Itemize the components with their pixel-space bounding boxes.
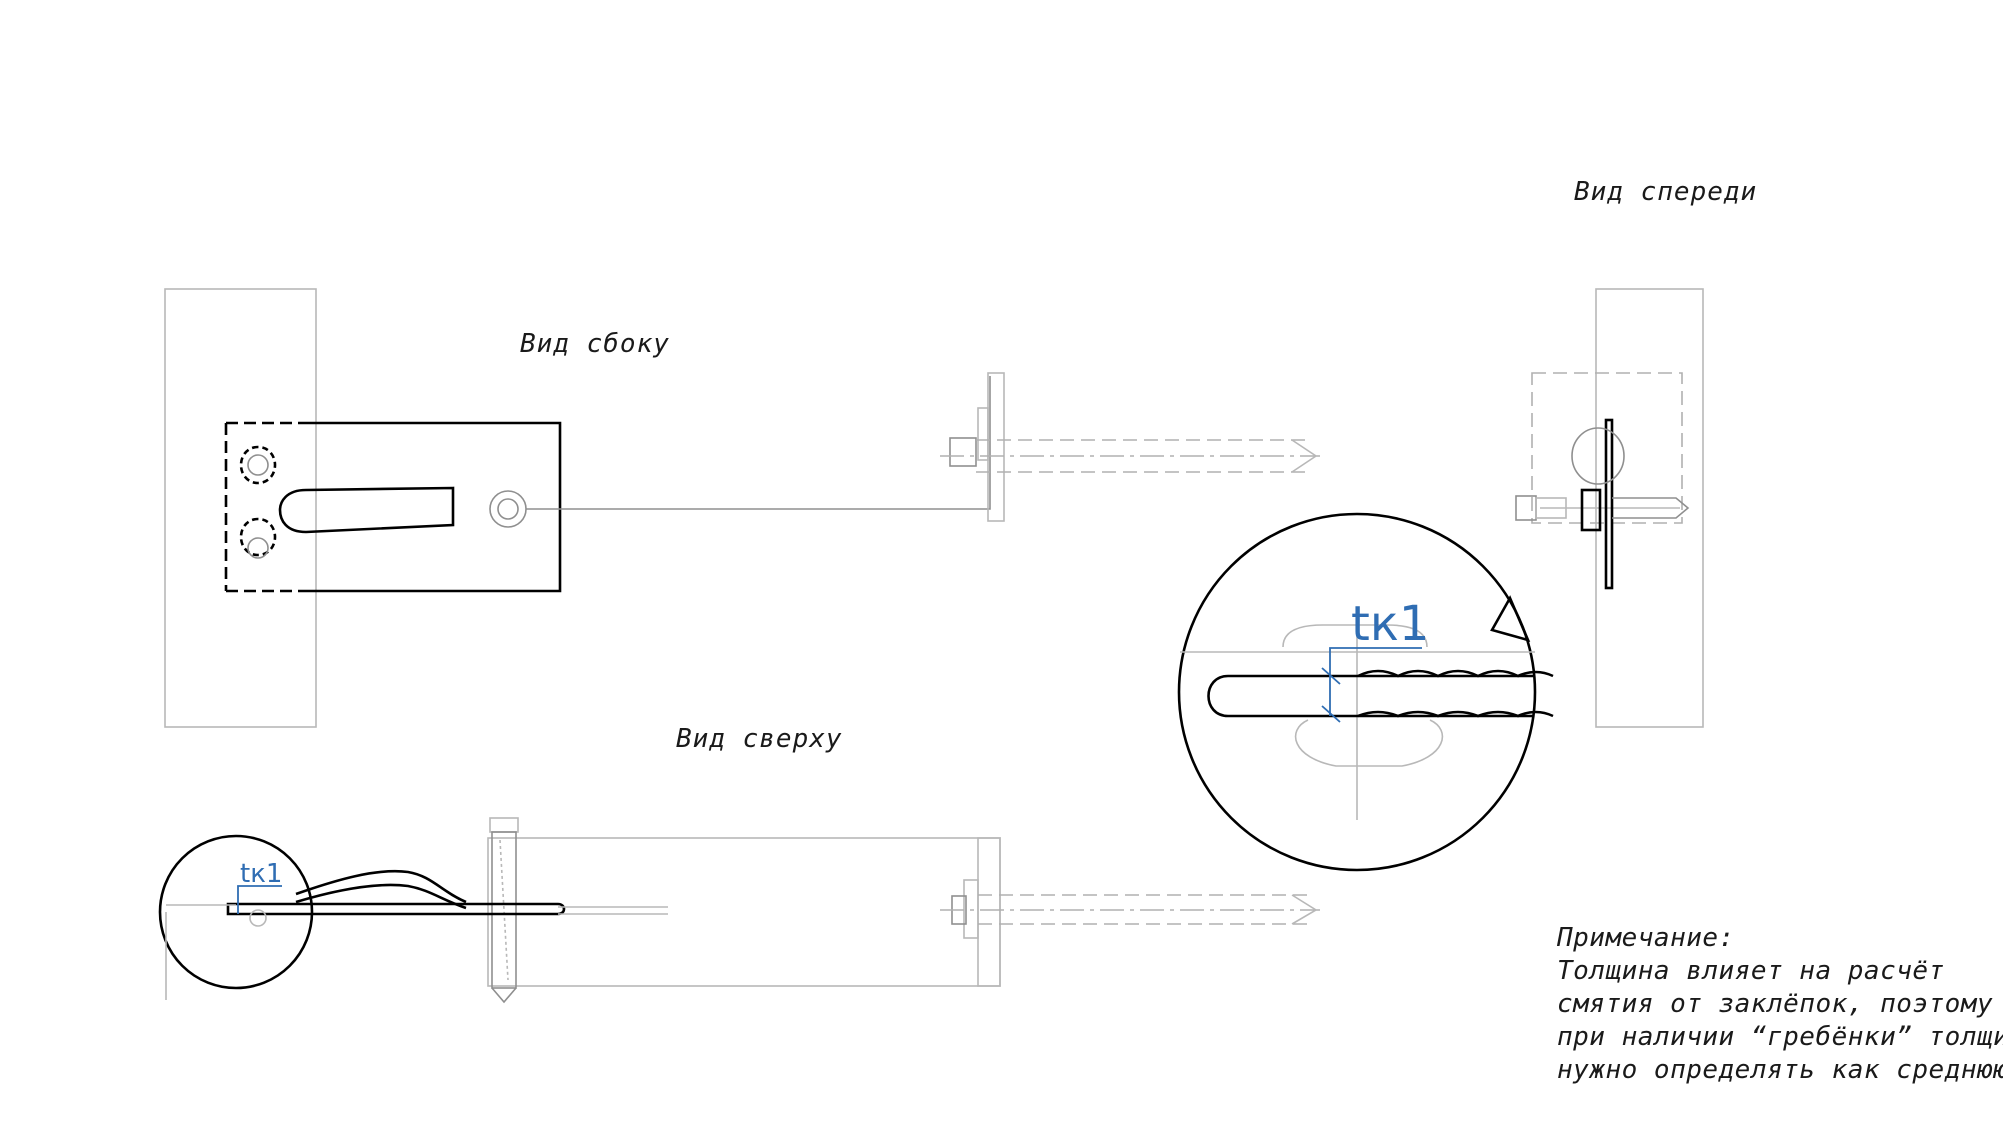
note-line: Толщина влияет на расчёт bbox=[1557, 956, 1945, 986]
front-screw-assembly bbox=[1515, 418, 1690, 590]
top-anchor-bracket bbox=[940, 837, 1320, 987]
front-view-label: Вид спереди bbox=[1574, 177, 1757, 207]
tk1-label-small: tк1 bbox=[240, 859, 282, 889]
side-bracket-plate bbox=[224, 421, 562, 593]
note-title: Примечание: bbox=[1557, 923, 1735, 953]
top-bracket-body bbox=[487, 837, 1001, 987]
side-slot-holes bbox=[239, 445, 277, 559]
side-rivet bbox=[489, 490, 527, 528]
tk1-dimension-large: tк1 bbox=[1321, 596, 1429, 723]
note-line: при наличии “гребёнки” толщину bbox=[1557, 1022, 2003, 1052]
side-slot bbox=[278, 486, 455, 534]
note-line: смятия от заклёпок, поэтому bbox=[1557, 989, 1994, 1019]
detail-zoom-large: tк1 bbox=[1177, 512, 1554, 872]
side-wall-profile bbox=[164, 288, 317, 728]
tk1-label-large: tк1 bbox=[1351, 596, 1429, 652]
side-comb-profile bbox=[526, 376, 991, 510]
note-block: Примечание: Толщина влияет на расчёт смя… bbox=[1557, 922, 2003, 1087]
top-view-label: Вид сверху bbox=[676, 724, 843, 754]
top-view: Вид сверху bbox=[158, 724, 1320, 1004]
note-line: нужно определять как среднюю bbox=[1557, 1055, 2003, 1085]
front-bracket-outline bbox=[1531, 372, 1683, 524]
front-view: Вид спереди bbox=[1515, 177, 1757, 728]
top-comb-plate bbox=[226, 869, 668, 916]
top-screw bbox=[489, 817, 519, 1004]
side-anchor-bracket bbox=[940, 372, 1320, 522]
detail-zoom-small: tк1 bbox=[158, 834, 314, 1000]
detail-comb-plate bbox=[1207, 674, 1533, 718]
side-view-label: Вид сбоку bbox=[520, 329, 670, 359]
side-view: Вид сбоку bbox=[164, 288, 1320, 728]
